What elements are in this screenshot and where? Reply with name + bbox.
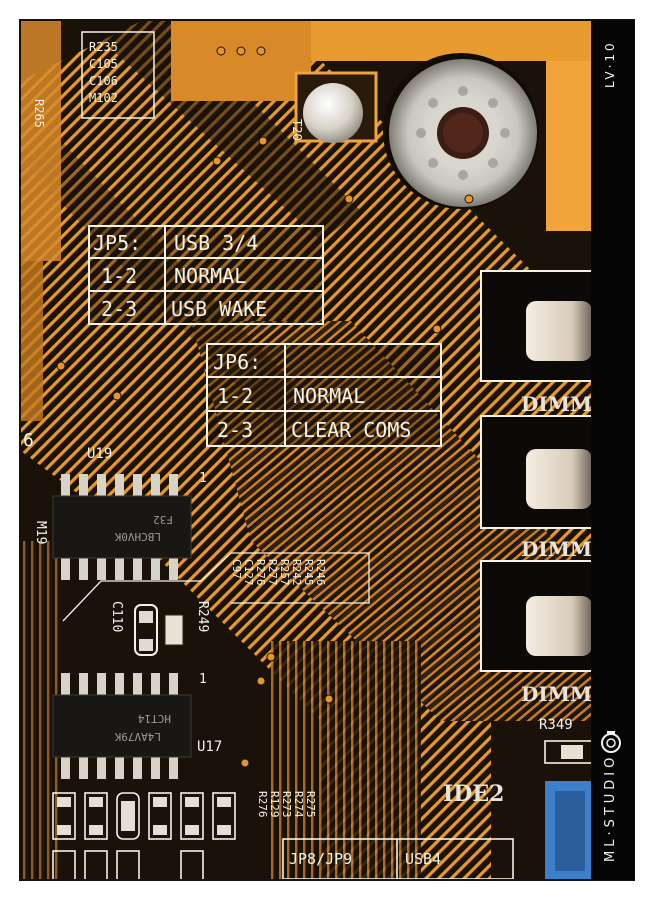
dimm-label-3: DIMM — [521, 682, 592, 706]
jp8-jp9-table: JP8/JP9 USB4 — [282, 838, 514, 879]
jp8-jp9-label: JP8/JP9 — [289, 850, 352, 868]
silk-r242: R242 — [290, 559, 303, 586]
silk-u19-pin1: 1 — [199, 471, 207, 486]
jp5-row2-pins: 2-3 — [101, 297, 137, 321]
mid-vertical-labels: C97 C127 R276 R277 R257 R242 R245 R246 — [230, 559, 327, 586]
jp6-row2-mode: CLEAR COMS — [291, 418, 411, 442]
silk-c97: C97 — [230, 559, 243, 579]
silk-six: 6 — [23, 430, 34, 451]
motherboard-photo: R235 C105 C106 M102 R265 T20 JP5: US — [21, 21, 592, 879]
silk-u17: U17 — [197, 739, 222, 755]
watermark-top-label: LV·10 — [603, 40, 617, 88]
silk-t20: T20 — [290, 119, 304, 141]
silk-r265: R265 — [32, 99, 46, 128]
chip-u19: U19 1 F32 LBCHV0K — [52, 446, 207, 580]
jp6-row1-pins: 1-2 — [217, 384, 253, 408]
silk-r275: R275 — [304, 791, 317, 818]
silk-r276b: R276 — [256, 791, 269, 818]
silk-c110: C110 — [109, 601, 124, 632]
jp5-row1-pins: 1-2 — [101, 264, 137, 288]
silk-c106: C106 — [89, 74, 118, 88]
jp5-header-value: USB 3/4 — [174, 231, 258, 255]
silk-r245: R245 — [302, 559, 315, 586]
jp6-table: JP6: 1-2 NORMAL 2-3 CLEAR COMS — [206, 343, 442, 447]
silk-c127: C127 — [242, 559, 255, 586]
chip-u17-marking-1: HCT14 — [138, 712, 171, 725]
dimm-label-2: DIMM — [521, 537, 592, 561]
jp5-row2-mode: USB WAKE — [171, 297, 267, 321]
silk-r129: R129 — [268, 791, 281, 818]
chip-u17: HCT14 L4AV79K U17 — [52, 673, 222, 779]
dimm-label-1: DIMM — [521, 392, 592, 416]
silk-r274: R274 — [292, 791, 305, 818]
silk-r277: R277 — [266, 559, 279, 586]
jp5-header-label: JP5: — [93, 231, 141, 255]
dimm-slots: DIMM DIMM DIMM — [480, 270, 592, 706]
silk-r235: R235 — [89, 40, 118, 54]
jp5-table: JP5: USB 3/4 1-2 NORMAL 2-3 USB WAKE — [88, 225, 324, 325]
silk-u17-pin1: 1 — [199, 672, 207, 687]
silk-m19: M19 — [33, 521, 48, 544]
silk-ide2: IDE2 — [443, 781, 504, 807]
silk-u19: U19 — [87, 446, 112, 462]
silk-c105: C105 — [89, 57, 118, 71]
bottom-vertical-labels: R276 R129 R273 R274 R275 — [256, 791, 317, 818]
chip-u19-marking-1: F32 — [153, 513, 173, 526]
silk-r276a: R276 — [254, 559, 267, 586]
silk-r273: R273 — [280, 791, 293, 818]
silk-r349: R349 — [539, 717, 573, 733]
silk-r257: R257 — [278, 559, 291, 586]
usb4-label: USB4 — [405, 850, 441, 868]
chip-u17-marking-2: L4AV79K — [114, 730, 161, 743]
silk-r246: R246 — [314, 559, 327, 586]
silk-m102: M102 — [89, 91, 118, 105]
jp6-row1-mode: NORMAL — [293, 384, 365, 408]
photo-frame: R235 C105 C106 M102 R265 T20 JP5: US — [19, 19, 635, 881]
chip-u19-marking-2: LBCHV0K — [114, 530, 161, 543]
jp6-header-label: JP6: — [213, 350, 261, 374]
camera-icon — [601, 731, 621, 753]
watermark-bottom-label: ML·STUDIO — [603, 753, 618, 862]
watermark-sidebar: LV·10 ML·STUDIO — [591, 20, 634, 880]
capacitor — [303, 83, 363, 143]
silk-r249: R249 — [195, 601, 210, 632]
jp6-row2-pins: 2-3 — [217, 418, 253, 442]
jp5-row1-mode: NORMAL — [174, 264, 246, 288]
